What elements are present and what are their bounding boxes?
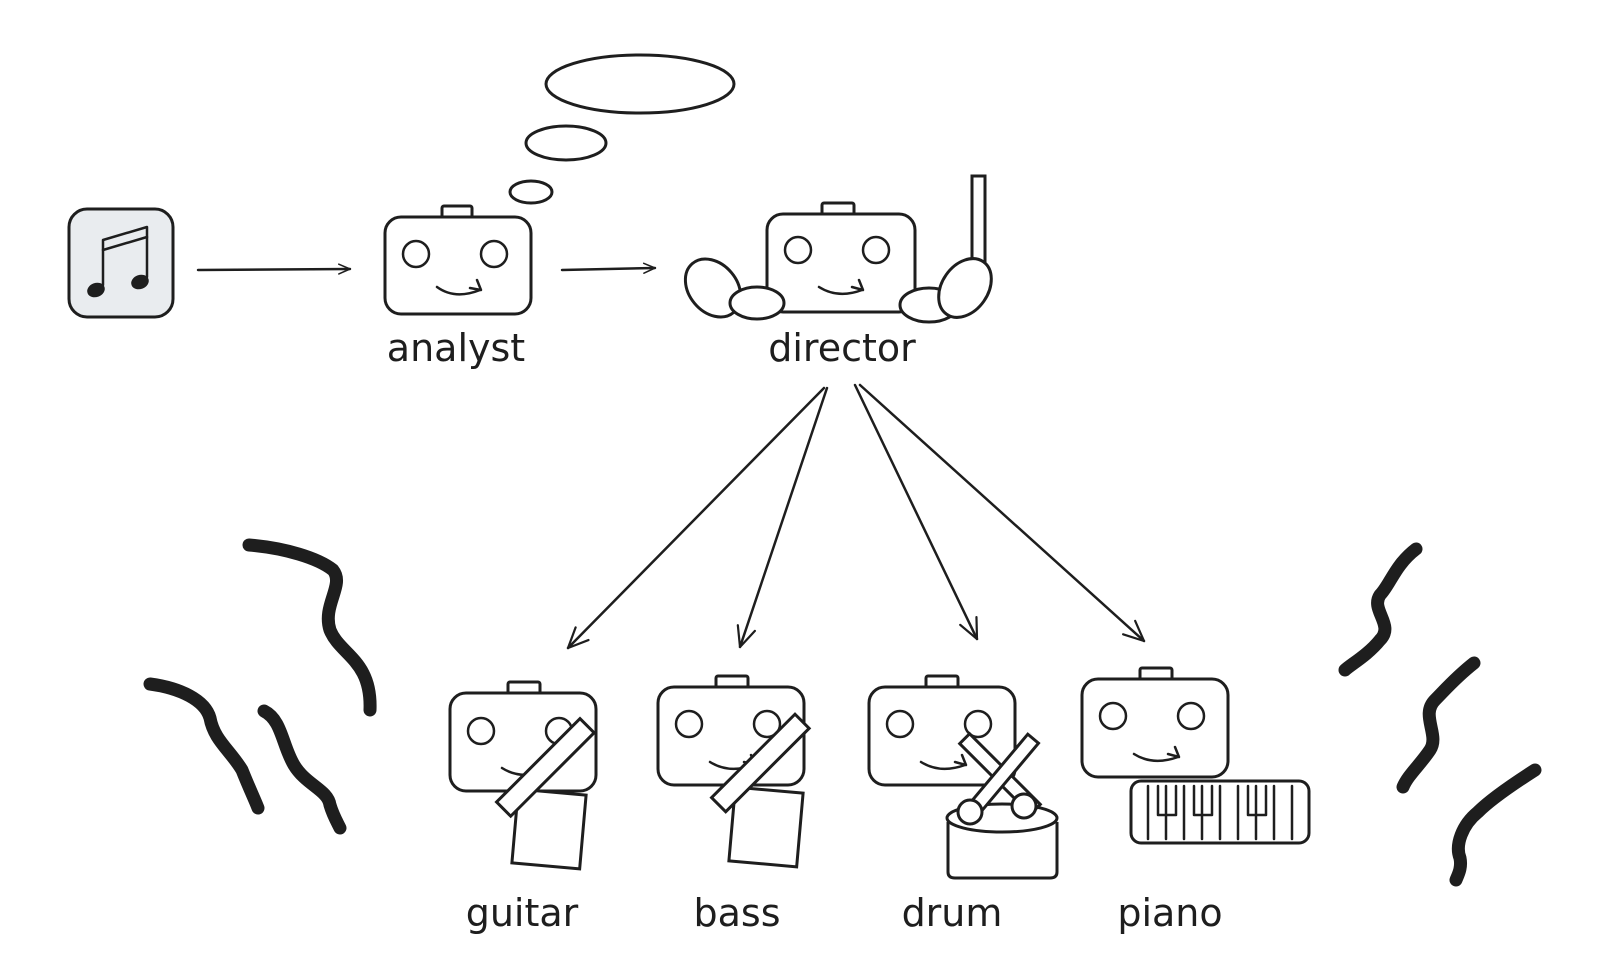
director-label: director: [768, 326, 916, 370]
director-robot: [683, 174, 993, 324]
arrow-director-to-guitar: [566, 386, 826, 650]
squiggle-icon: [143, 538, 377, 835]
arrow-input-to-analyst: [196, 263, 352, 275]
bass-robot: [656, 674, 812, 869]
thought-bubble-icon: [508, 53, 736, 205]
arrow-director-to-piano: [858, 383, 1146, 643]
drum-robot: [867, 674, 1059, 880]
arrow-director-to-bass: [736, 386, 829, 649]
analyst-label: analyst: [387, 326, 525, 370]
director-arrows: [566, 383, 1146, 650]
music-note-icon: [67, 207, 175, 319]
arrow-director-to-drum: [853, 383, 979, 641]
analyst-robot: [383, 204, 533, 316]
drum-label: drum: [902, 891, 1003, 935]
bass-label: bass: [693, 891, 780, 935]
piano-label: piano: [1117, 891, 1222, 935]
piano-robot: [1080, 666, 1311, 845]
guitar-label: guitar: [466, 891, 579, 935]
squiggle-icon: [1338, 542, 1542, 887]
guitar-robot: [448, 680, 598, 871]
arrow-analyst-to-director: [560, 262, 657, 274]
